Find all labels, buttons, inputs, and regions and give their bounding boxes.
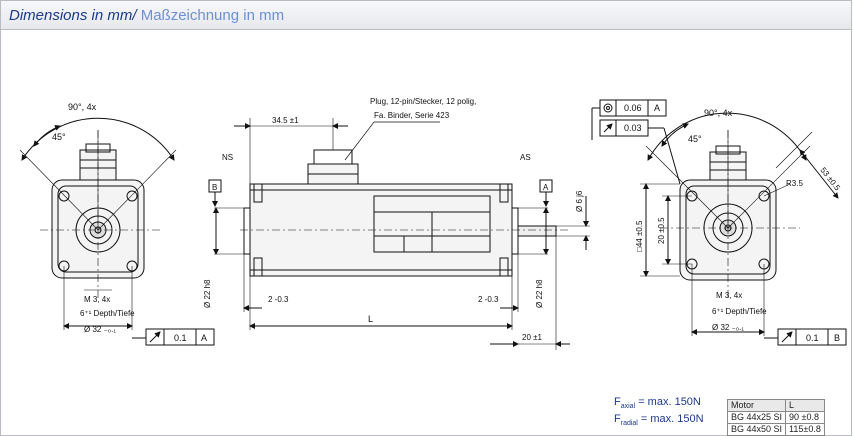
table-header-cell: Motor — [726, 399, 787, 412]
angle-90-label-right: 90°, 4x — [704, 108, 733, 118]
dim-20-vertical: 20 ±0.5 — [657, 217, 666, 244]
angle-45-label: 45° — [52, 132, 66, 142]
dim-d22-left: Ø 22 h8 — [203, 279, 212, 308]
diameter-32-label-right: Ø 32 ₋₀.₁ — [712, 323, 744, 332]
plug-note-line2: Fa. Binder, Serie 423 — [374, 111, 450, 120]
side-view — [208, 118, 590, 350]
ns-label: NS — [222, 153, 233, 162]
table-cell: BG 44x25 SI — [726, 411, 787, 424]
section-header: Dimensions in mm/ Maßzeichnung in mm — [0, 0, 852, 30]
radius-label: R3.5 — [786, 179, 803, 188]
datum-a: A — [543, 183, 549, 192]
datum-b: B — [212, 183, 217, 192]
dim-d6: Ø 6 j6 — [575, 190, 584, 212]
table-cell: BG 44x50 SI — [726, 423, 787, 436]
table-header: Motor L — [726, 399, 825, 412]
table-row: BG 44x25 SI 90 ±0.8 — [726, 411, 825, 424]
dim-34-5: 34.5 ±1 — [272, 116, 299, 125]
motor-length-table: Motor L BG 44x25 SI 90 ±0.8 BG 44x50 SI … — [726, 399, 825, 436]
dim-2-left: 2 -0.3 — [268, 295, 289, 304]
header-title: Dimensions in mm/ Maßzeichnung in mm — [9, 7, 285, 24]
dim-square-44: □44 ±0.5 — [635, 220, 644, 252]
dim-2-right: 2 -0.3 — [478, 295, 499, 304]
thread-label-right: M 3, 4x — [716, 291, 742, 300]
dim-L: L — [368, 314, 373, 324]
force-notes: Faxial = max. 150N Fradial = max. 150N — [614, 396, 704, 430]
header-subtitle: Maßzeichnung in mm — [136, 7, 285, 24]
angle-90-label: 90°, 4x — [68, 102, 97, 112]
as-label: AS — [520, 153, 531, 162]
tolerance-value-right: 0.1 — [806, 333, 819, 343]
tolerance-006: 0.06 — [624, 103, 642, 113]
front-view-right — [591, 99, 847, 346]
table-row: BG 44x50 SI 115±0.8 — [726, 423, 825, 436]
dim-20: 20 ±1 — [522, 333, 543, 342]
force-axial: Faxial = max. 150N — [614, 396, 701, 411]
tolerance-datum-left: A — [201, 333, 207, 343]
force-radial: Fradial = max. 150N — [614, 413, 704, 428]
table-cell: 90 ±0.8 — [785, 411, 825, 424]
tolerance-datum-a: A — [654, 103, 660, 113]
dim-d22-right: Ø 22 h8 — [535, 279, 544, 308]
tolerance-value-left: 0.1 — [174, 333, 187, 343]
depth-label: 6⁺¹ Depth/Tiefe — [80, 309, 135, 318]
table-cell: 115±0.8 — [785, 423, 825, 436]
depth-label-right: 6⁺¹ Depth/Tiefe — [712, 307, 767, 316]
tolerance-datum-b: B — [834, 333, 840, 343]
tolerance-frame-left — [132, 328, 215, 346]
tolerance-003: 0.03 — [624, 123, 642, 133]
front-view-left — [19, 117, 177, 330]
diameter-32-label: Ø 32 ₋₀.₁ — [84, 325, 116, 334]
plug-note-line1: Plug, 12-pin/Stecker, 12 polig, — [370, 97, 476, 106]
table-header-cell: L — [785, 399, 825, 412]
thread-label: M 3, 4x — [84, 295, 110, 304]
angle-45-label-right: 45° — [688, 134, 702, 144]
